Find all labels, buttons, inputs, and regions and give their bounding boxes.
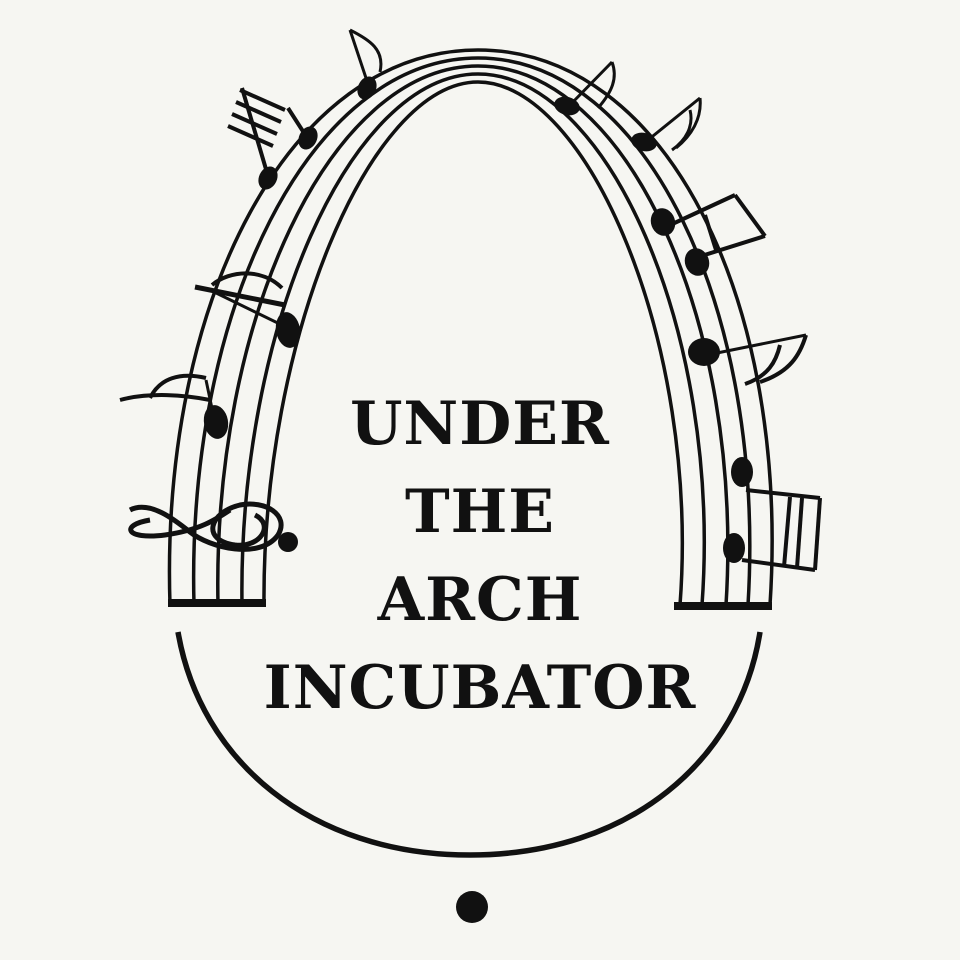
treble-clef-icon [128,501,298,552]
title-line-1: UNDER [350,389,610,459]
title-line-2: THE [404,477,556,547]
dot-icon [456,891,488,923]
music-note-icon [348,28,383,100]
music-note-icon [194,271,301,348]
music-note-icon [119,373,229,439]
music-note-icon [554,60,616,116]
music-note-icon [227,87,318,190]
music-note-icon [650,193,767,276]
music-note-icon [723,457,822,572]
music-staff-arch [167,48,774,606]
title-line-4: INCUBATOR [263,653,697,723]
egg-bottom-curve [175,631,763,858]
logo-title: UNDER THE ARCH INCUBATOR [180,380,780,732]
music-note-icon [688,333,808,386]
music-note-icon [631,96,702,152]
title-line-3: ARCH [377,565,583,635]
